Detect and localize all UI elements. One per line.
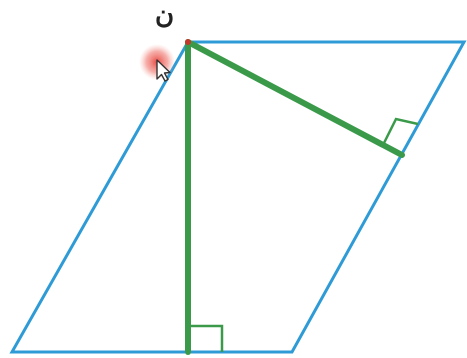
right-angle-marker-base — [188, 324, 224, 352]
vertex-dot — [185, 39, 191, 45]
parallelogram — [9, 40, 467, 354]
mouse-pointer-icon — [139, 44, 175, 82]
vertex-label: ن — [155, 0, 175, 30]
height-to-side — [185, 39, 405, 158]
cursor-arrow — [156, 59, 171, 82]
right-angle-marker-side — [381, 117, 419, 146]
